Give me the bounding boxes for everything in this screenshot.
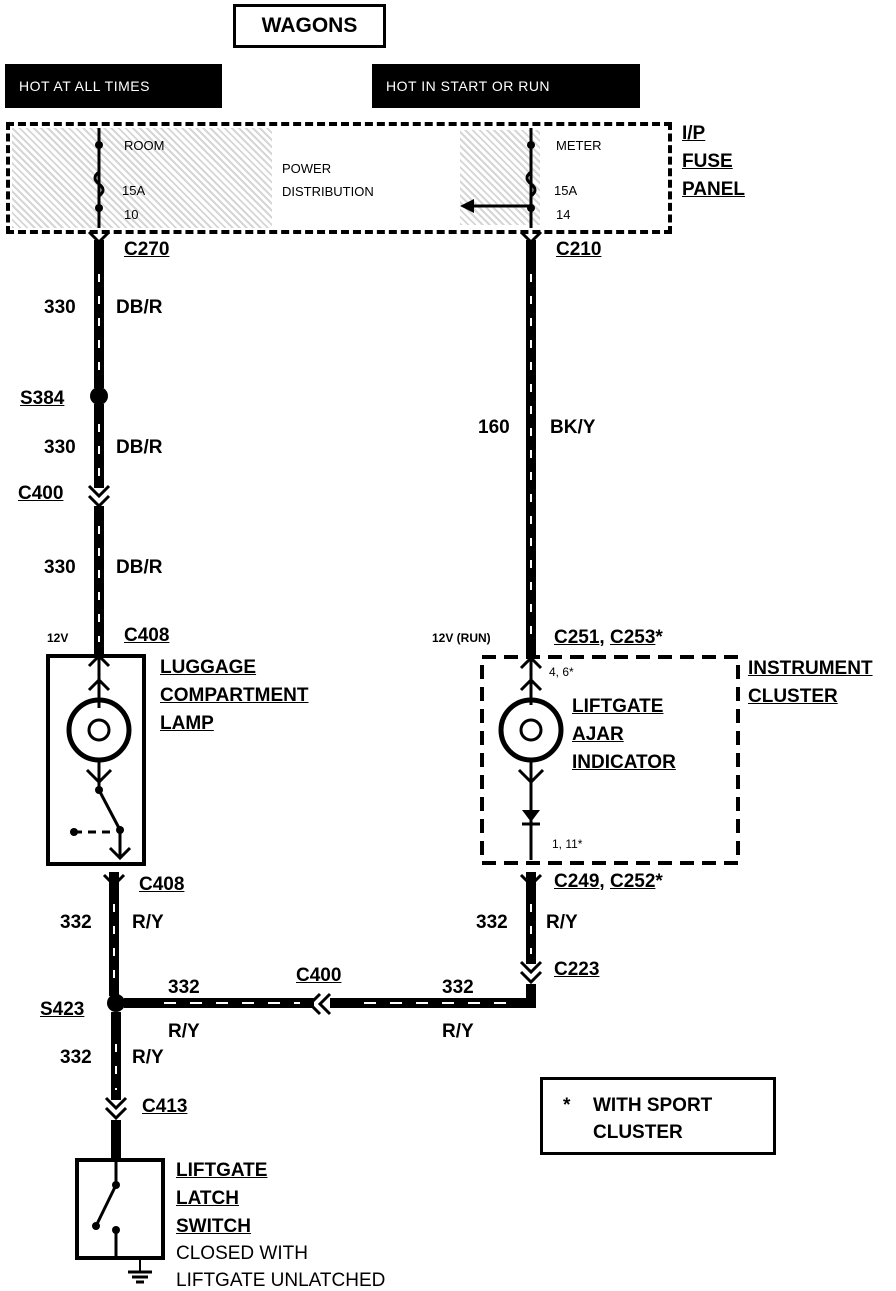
lamp-label-1: LUGGAGE	[160, 657, 257, 678]
wire-332-left-top-color: R/Y	[132, 912, 164, 933]
fuse-panel-label-1: I/P	[682, 123, 706, 144]
connector-c251-c253: C251, C253*	[554, 627, 663, 648]
connector-c408-top: C408	[124, 625, 170, 646]
wire-dash-overlay	[98, 512, 100, 642]
wire-330-2-num: 330	[44, 437, 76, 458]
switch-label-5: LIFTGATE UNLATCHED	[176, 1270, 386, 1291]
connector-c210: C210	[556, 239, 602, 260]
connector-c223: C223	[554, 959, 600, 980]
voltage-left: 12V	[47, 631, 69, 645]
wire-330-3-color: DB/R	[116, 557, 163, 578]
lamp-label-3: LAMP	[160, 713, 214, 734]
switch-label-2: LATCH	[176, 1188, 239, 1209]
wire-330-1-num: 330	[44, 297, 76, 318]
wire-dash-overlay	[530, 260, 532, 640]
ground-icon	[128, 1258, 152, 1284]
connector-c400-left-icon	[87, 484, 111, 509]
hot-in-start-or-run-bar: HOT IN START OR RUN	[372, 64, 640, 108]
wire-dash-overlay	[150, 1002, 300, 1004]
cluster-label-2: CLUSTER	[748, 686, 838, 707]
lamp-box	[46, 654, 146, 866]
wire-332-right-corner	[526, 984, 536, 1008]
cluster-pin-bottom: 1, 11*	[552, 837, 583, 851]
meter-fuse-icon	[460, 128, 537, 228]
cluster-label-1: INSTRUMENT	[748, 658, 873, 679]
power-distribution-label-2: DISTRIBUTION	[282, 184, 374, 199]
wire-dash-overlay	[115, 1030, 117, 1090]
fuse-panel-shading-left	[12, 128, 272, 228]
meter-fuse-pin: 14	[556, 207, 571, 222]
switch-label-1: LIFTGATE	[176, 1160, 268, 1181]
meter-fuse-rating: 15A	[554, 183, 578, 198]
connector-c413-icon	[104, 1096, 128, 1121]
room-fuse-pin: 10	[124, 207, 139, 222]
wire-330-2-color: DB/R	[116, 437, 163, 458]
indicator-label-2: AJAR	[572, 724, 624, 745]
connector-c400-mid: C400	[296, 965, 342, 986]
fuse-panel-box	[6, 122, 672, 234]
wire-332-left-top-num: 332	[60, 912, 92, 933]
instrument-cluster-box	[480, 655, 740, 865]
fuse-panel-label-3: PANEL	[682, 179, 745, 200]
lamp-label-2: COMPARTMENT	[160, 685, 309, 706]
lamp-icon	[66, 653, 132, 861]
wire-332-h-right-num: 332	[442, 977, 474, 998]
connector-c413: C413	[142, 1096, 188, 1117]
cluster-pin-top: 4, 6*	[549, 665, 574, 679]
room-fuse-rating: 15A	[122, 183, 146, 198]
sport-cluster-note: * WITH SPORT CLUSTER	[540, 1077, 776, 1155]
wire-332-h-left-color: R/Y	[168, 1021, 200, 1042]
liftgate-latch-switch-icon	[92, 1160, 120, 1258]
connector-c400-left: C400	[18, 483, 64, 504]
liftgate-latch-switch-box	[75, 1158, 165, 1260]
wire-160-num: 160	[478, 417, 510, 438]
fuse-panel-label-2: FUSE	[682, 151, 733, 172]
wire-332-right-color: R/Y	[546, 912, 578, 933]
wire-160-color: BK/Y	[550, 417, 596, 438]
connector-c251: C251	[554, 627, 600, 648]
wire-dash-overlay	[113, 890, 115, 986]
wire-332-bottom-num: 332	[60, 1047, 92, 1068]
indicator-label-1: LIFTGATE	[572, 696, 664, 717]
splice-s384-icon	[90, 387, 108, 405]
wire-332-to-switch	[111, 1120, 121, 1160]
wire-dash-overlay	[350, 1002, 520, 1004]
note-line-1: WITH SPORT	[593, 1095, 713, 1116]
meter-fuse-name: METER	[556, 138, 602, 153]
wire-330-1-color: DB/R	[116, 297, 163, 318]
splice-s423: S423	[40, 999, 85, 1020]
indicator-label-3: INDICATOR	[572, 752, 676, 773]
connector-c249: C249	[554, 871, 600, 892]
connector-c270: C270	[124, 239, 170, 260]
switch-label-4: CLOSED WITH	[176, 1243, 308, 1264]
wire-332-right-num: 332	[476, 912, 508, 933]
wire-dash-overlay	[530, 890, 532, 954]
diagram-title: WAGONS	[233, 4, 386, 48]
wire-dash-overlay	[98, 410, 100, 480]
wire-330-3-num: 330	[44, 557, 76, 578]
connector-c249-c252: C249, C252*	[554, 871, 663, 892]
wire-332-h-right-color: R/Y	[442, 1021, 474, 1042]
liftgate-ajar-indicator-icon	[498, 655, 564, 860]
note-star: *	[563, 1095, 571, 1116]
room-fuse-name: ROOM	[124, 138, 165, 153]
splice-s423-icon	[107, 994, 125, 1012]
note-line-2: CLUSTER	[593, 1122, 683, 1143]
connector-c223-icon	[519, 960, 543, 985]
connector-c252: C252	[609, 871, 656, 892]
wire-332-h-left-num: 332	[168, 977, 200, 998]
wire-332-bottom-color: R/Y	[132, 1047, 164, 1068]
hot-at-all-times-bar: HOT AT ALL TIMES	[5, 64, 222, 108]
wire-dash-overlay	[98, 260, 100, 380]
voltage-right: 12V (RUN)	[432, 631, 491, 645]
power-distribution-label-1: POWER	[282, 161, 332, 176]
connector-c253: C253	[609, 627, 656, 648]
connector-c408-bottom: C408	[139, 874, 185, 895]
splice-s384: S384	[20, 388, 65, 409]
switch-label-3: SWITCH	[176, 1216, 251, 1237]
room-fuse-icon	[93, 128, 105, 228]
